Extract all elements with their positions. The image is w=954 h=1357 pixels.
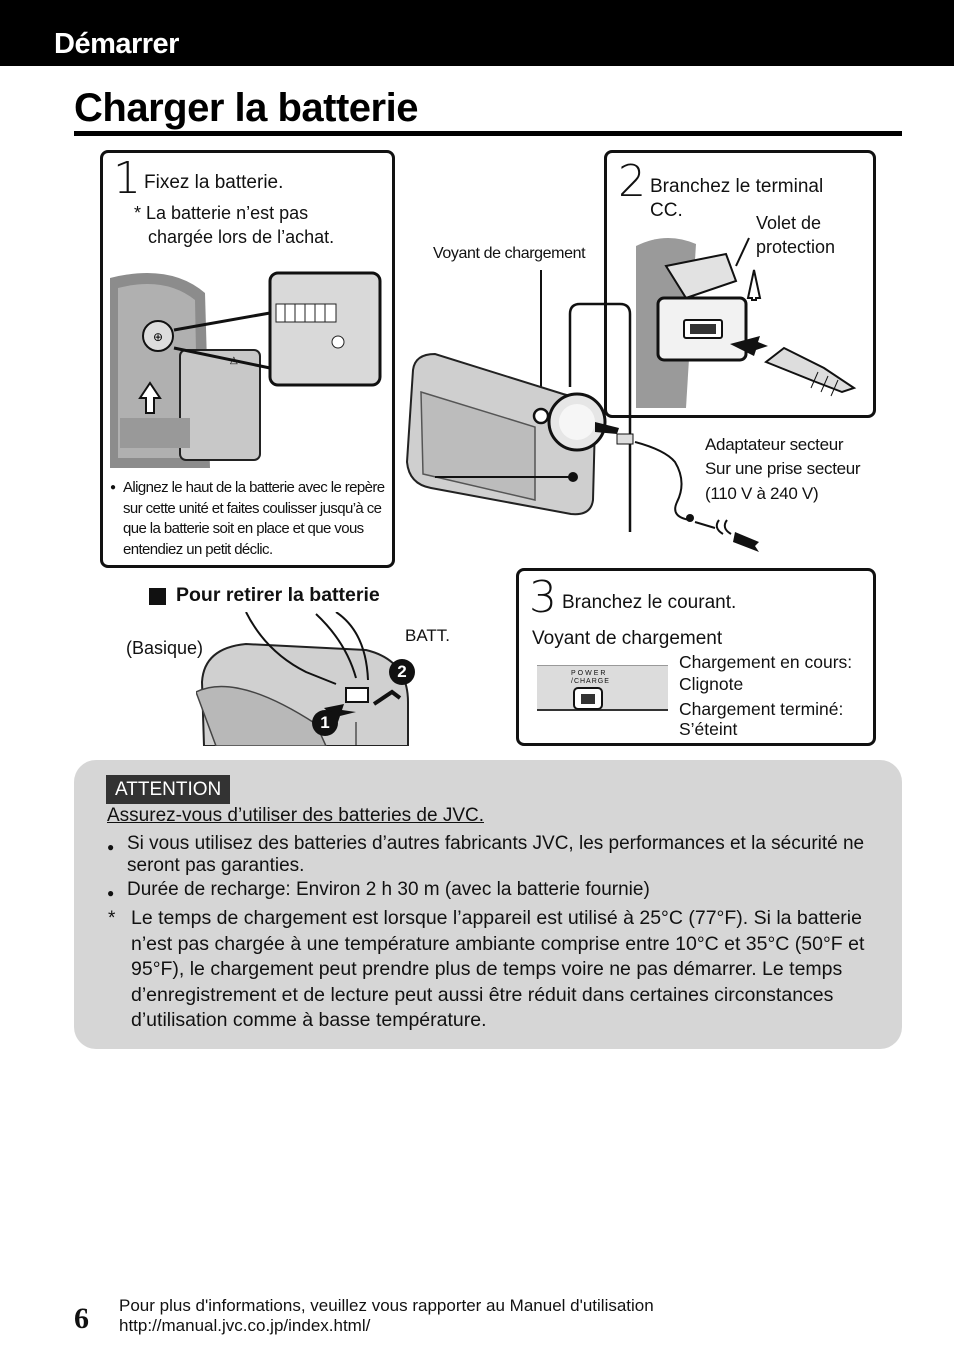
basic-model-label: (Basique) bbox=[126, 638, 204, 658]
attention-bullet-list: Si vous utilisez des batteries d’autres … bbox=[107, 833, 877, 904]
status-charging-line2: Clignote bbox=[679, 674, 744, 694]
step1-bullet-line: entendiez un petit déclic. bbox=[123, 540, 273, 558]
batt-label: BATT. bbox=[405, 626, 451, 645]
attention-note: Le temps de chargement est lorsque l’app… bbox=[131, 907, 865, 1031]
title-divider bbox=[74, 131, 902, 136]
step1-note-line1: * La batterie n’est pas bbox=[134, 203, 309, 223]
step3-instruction: Branchez le courant. bbox=[562, 592, 737, 613]
step1-note-line2: chargée lors de l’achat. bbox=[148, 227, 335, 247]
step3-lamp-label: Voyant de chargement bbox=[532, 628, 723, 649]
step1-bullet-line: sur cette unité et faites coulisser jusq… bbox=[123, 499, 382, 517]
lamp-panel-text-line1: POWER bbox=[571, 670, 608, 677]
step-marker-1-label: 1 bbox=[320, 713, 330, 732]
camcorder-illustration bbox=[405, 270, 759, 552]
attention-bullet: Si vous utilisez des batteries d’autres … bbox=[107, 833, 877, 877]
step1-bullet-line: Alignez le haut de la batterie avec le r… bbox=[123, 479, 385, 496]
remove-battery-heading: Pour retirer la batterie bbox=[176, 584, 380, 606]
step1-bullet: Alignez le haut de la batterie avec le r… bbox=[110, 478, 390, 560]
charge-lamp-label: Voyant de chargement bbox=[433, 245, 586, 262]
lamp-panel-text-line2: /CHARGE bbox=[571, 678, 610, 685]
square-bullet-icon bbox=[149, 588, 166, 605]
step3-number: 3 bbox=[529, 572, 557, 623]
step2-number: 2 bbox=[618, 156, 646, 207]
section-title: Démarrer bbox=[54, 28, 179, 60]
battery-remove-illustration bbox=[196, 612, 409, 746]
status-done-line1: Chargement terminé: bbox=[679, 699, 844, 719]
step-marker-1: 1 bbox=[312, 710, 338, 736]
svg-text:⊕: ⊕ bbox=[153, 330, 163, 344]
ac-adapter-label-line2: Sur une prise secteur bbox=[705, 459, 861, 478]
charge-lamp-light bbox=[581, 694, 595, 704]
step1-number: 1 bbox=[113, 153, 141, 204]
step-marker-2: 2 bbox=[389, 659, 415, 685]
page-title: Charger la batterie bbox=[74, 86, 418, 130]
footer-manual-url[interactable]: http://manual.jvc.co.jp/index.html/ bbox=[119, 1316, 371, 1335]
step-marker-2-label: 2 bbox=[397, 662, 407, 681]
charge-lamp-indicator bbox=[573, 687, 603, 710]
section-header-bar bbox=[0, 0, 954, 66]
battery-attach-illustration: ⊕ △ bbox=[110, 268, 385, 468]
step2-instruction-line2: CC. bbox=[650, 200, 683, 221]
attention-badge: ATTENTION bbox=[106, 775, 231, 804]
attention-heading: Assurez-vous d’utiliser des batteries de… bbox=[107, 805, 484, 826]
ac-adapter-label-line1: Adaptateur secteur bbox=[705, 435, 844, 454]
power-charge-lamp-panel: POWER /CHARGE bbox=[537, 665, 668, 711]
protection-cover-label-line2: protection bbox=[756, 237, 836, 257]
attention-note-mark: * bbox=[108, 908, 116, 929]
status-done-line2: S’éteint bbox=[679, 719, 738, 739]
status-charging-line1: Chargement en cours: bbox=[679, 652, 853, 672]
ac-adapter-label-line3: (110 V à 240 V) bbox=[705, 484, 819, 503]
attention-bullet: Durée de recharge: Environ 2 h 30 m (ave… bbox=[107, 879, 877, 904]
dc-terminal-illustration bbox=[636, 237, 857, 408]
attention-panel bbox=[74, 760, 902, 1049]
page-number: 6 bbox=[74, 1302, 89, 1335]
step3-box bbox=[516, 568, 876, 746]
footer-info-line: Pour plus d'informations, veuillez vous … bbox=[119, 1296, 654, 1315]
protection-cover-label-line1: Volet de bbox=[756, 213, 822, 233]
step2-instruction-line1: Branchez le terminal bbox=[650, 176, 824, 197]
step1-instruction: Fixez la batterie. bbox=[144, 172, 284, 193]
step1-bullet-line: que la batterie soit en place et que vou… bbox=[123, 520, 364, 537]
bullet-dot-icon: ● bbox=[110, 482, 116, 493]
